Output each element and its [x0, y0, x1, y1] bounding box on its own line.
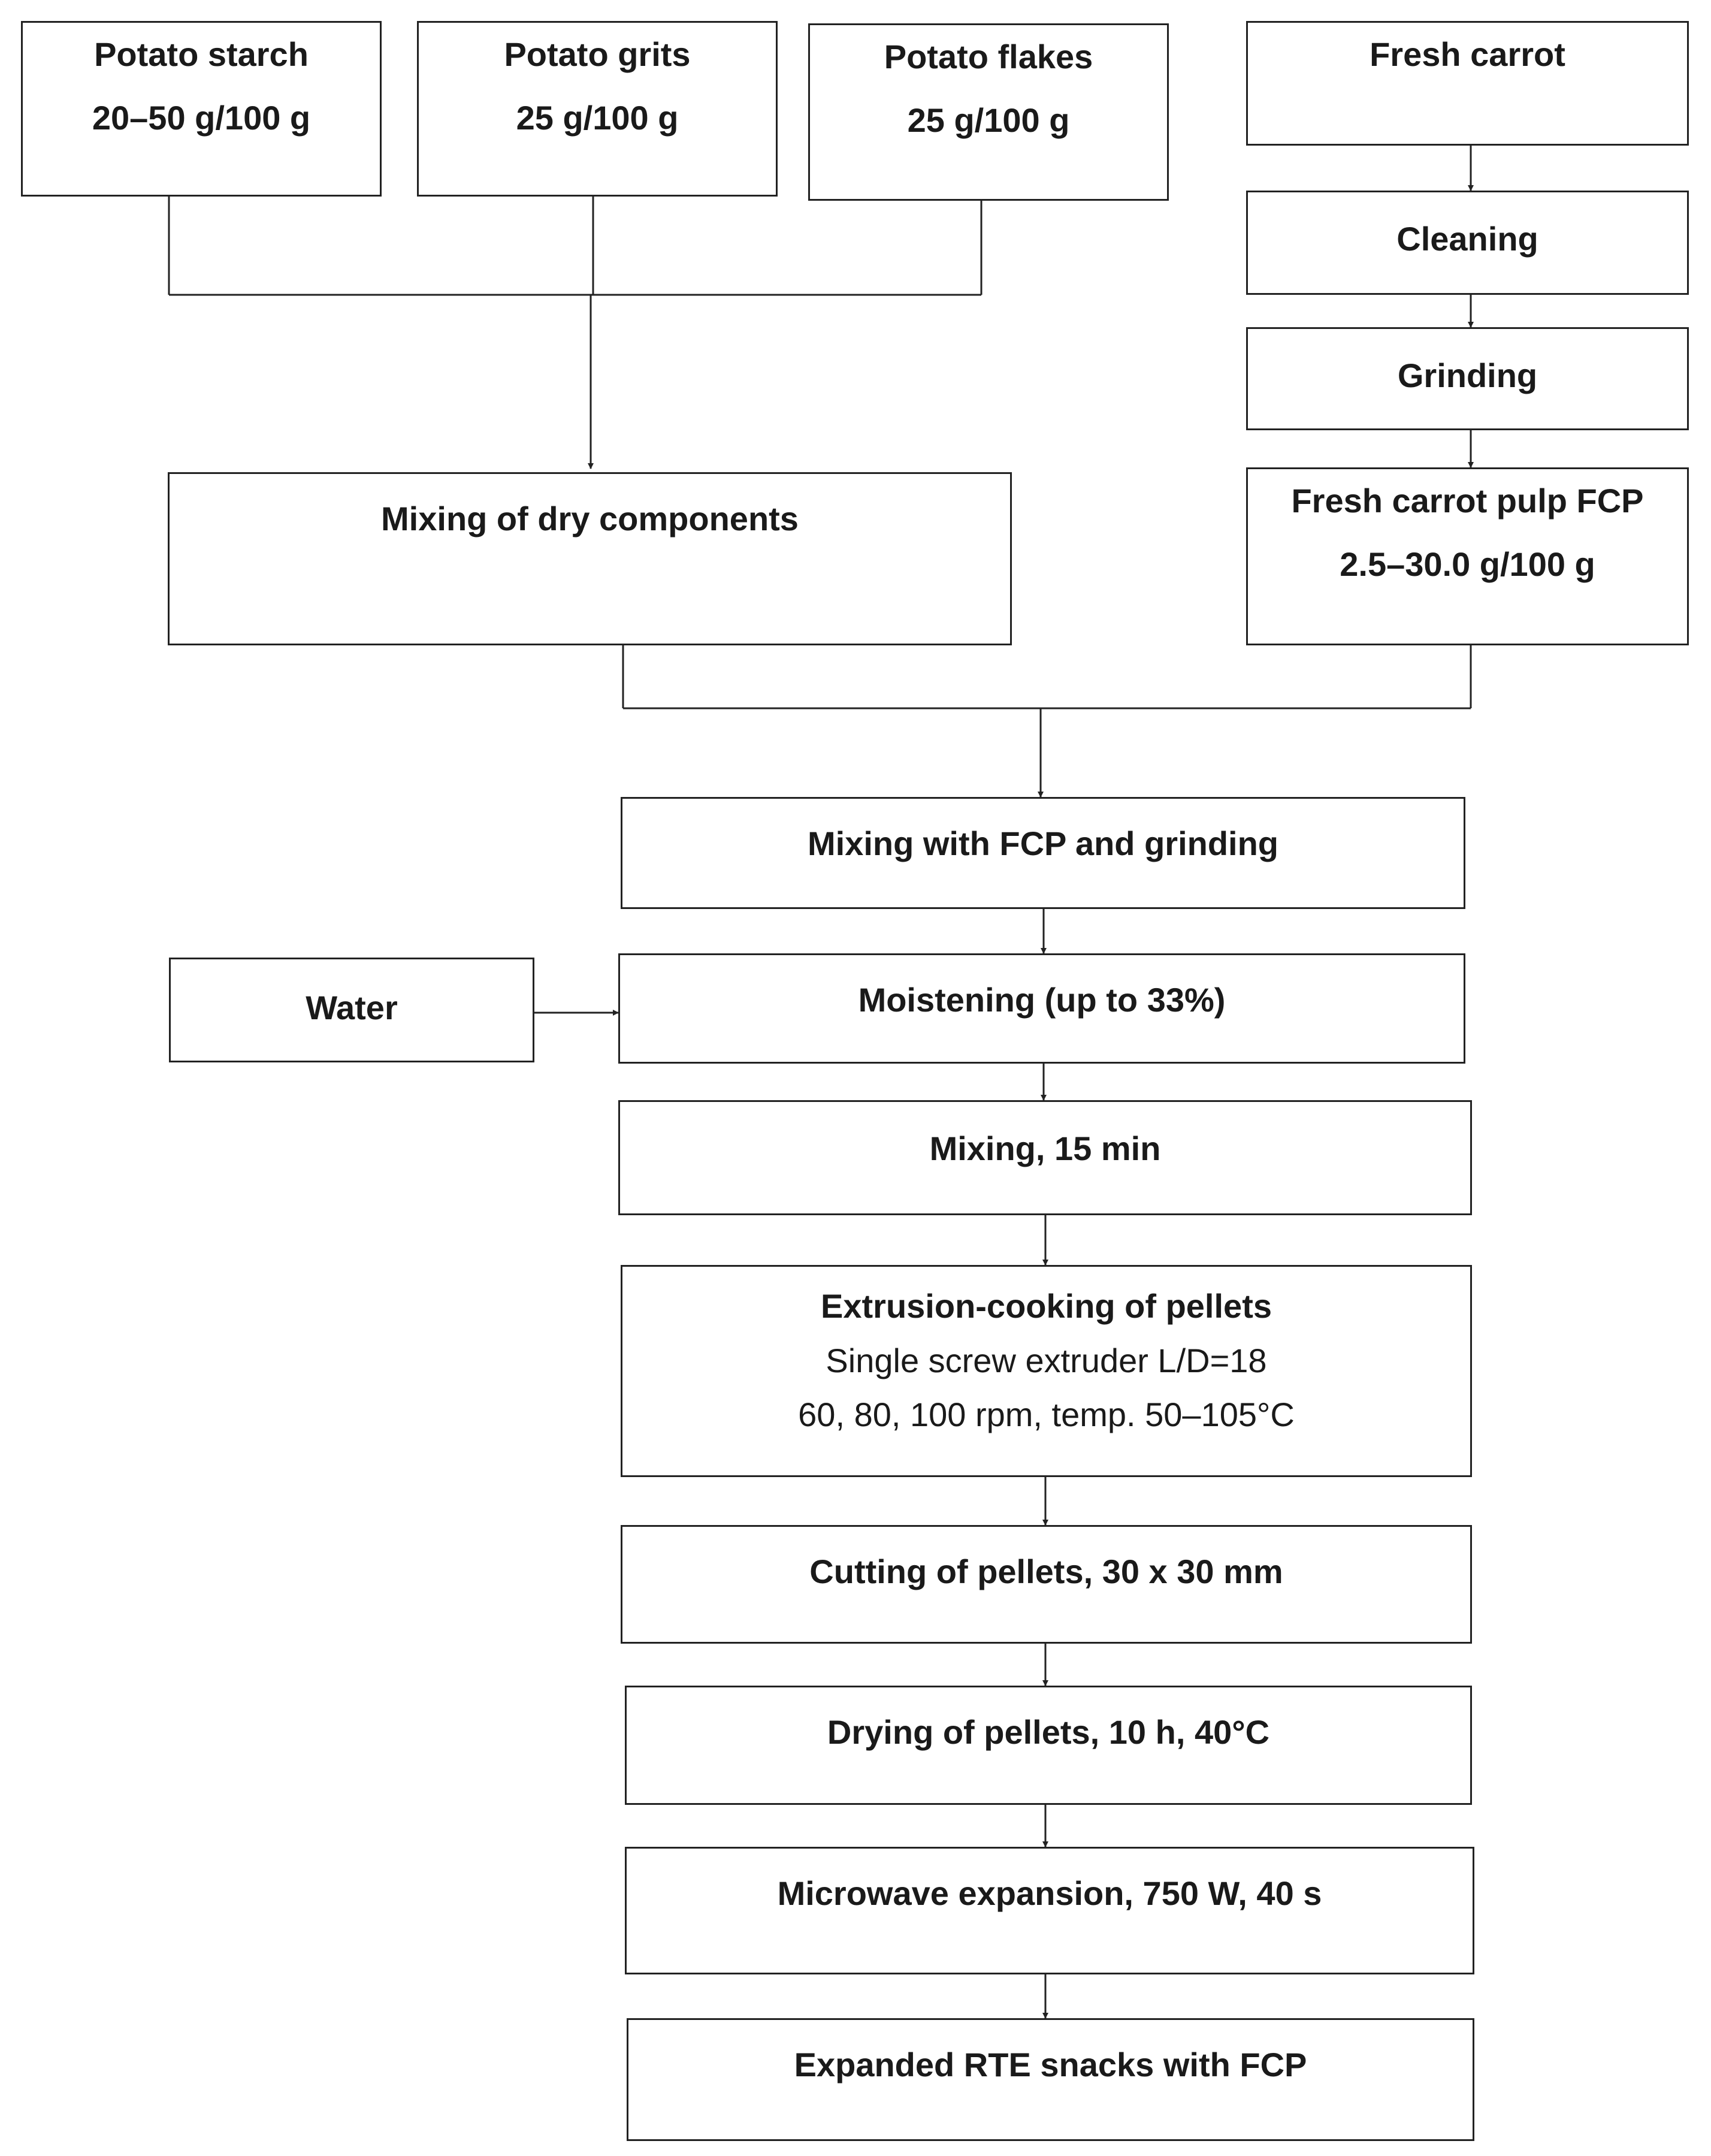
water-label: Water [306, 989, 398, 1026]
box-mixing-15-min: Mixing, 15 min [618, 1100, 1472, 1215]
extrusion-conditions: 60, 80, 100 rpm, temp. 50–105°C [798, 1396, 1295, 1433]
box-cleaning: Cleaning [1246, 191, 1689, 295]
extrusion-extruder: Single screw extruder L/D=18 [826, 1342, 1267, 1379]
cleaning-label: Cleaning [1396, 220, 1538, 258]
potato-starch-label: Potato starch [94, 35, 309, 73]
mixing-15-label: Mixing, 15 min [929, 1130, 1161, 1167]
moistening-label: Moistening (up to 33%) [858, 981, 1226, 1019]
potato-flakes-amount: 25 g/100 g [907, 101, 1070, 139]
mixing-dry-label: Mixing of dry components [381, 500, 799, 538]
expanded-label: Expanded RTE snacks with FCP [794, 2046, 1307, 2083]
potato-grits-amount: 25 g/100 g [516, 99, 679, 137]
potato-flakes-label: Potato flakes [884, 38, 1093, 76]
box-mixing-with-fcp: Mixing with FCP and grinding [621, 797, 1465, 909]
box-drying-pellets: Drying of pellets, 10 h, 40°C [625, 1686, 1472, 1805]
fresh-carrot-label: Fresh carrot [1370, 35, 1565, 73]
box-potato-grits: Potato grits 25 g/100 g [417, 21, 778, 197]
box-moistening: Moistening (up to 33%) [618, 953, 1465, 1064]
box-potato-flakes: Potato flakes 25 g/100 g [808, 23, 1169, 201]
fresh-carrot-pulp-label: Fresh carrot pulp FCP [1291, 482, 1644, 520]
box-potato-starch: Potato starch 20–50 g/100 g [21, 21, 382, 197]
mixing-fcp-label: Mixing with FCP and grinding [807, 825, 1279, 862]
potato-grits-label: Potato grits [504, 35, 691, 73]
grinding-label: Grinding [1397, 357, 1538, 394]
drying-label: Drying of pellets, 10 h, 40°C [827, 1713, 1270, 1751]
box-mixing-dry-components: Mixing of dry components [168, 472, 1012, 645]
box-extrusion-cooking: Extrusion-cooking of pellets Single scre… [621, 1265, 1472, 1477]
box-cutting-pellets: Cutting of pellets, 30 x 30 mm [621, 1525, 1472, 1644]
box-expanded-snacks: Expanded RTE snacks with FCP [627, 2018, 1474, 2141]
box-fresh-carrot: Fresh carrot [1246, 21, 1689, 146]
potato-starch-amount: 20–50 g/100 g [92, 99, 311, 137]
box-water: Water [169, 958, 534, 1062]
fresh-carrot-pulp-amount: 2.5–30.0 g/100 g [1340, 545, 1595, 583]
microwave-label: Microwave expansion, 750 W, 40 s [777, 1874, 1322, 1912]
cutting-label: Cutting of pellets, 30 x 30 mm [809, 1553, 1283, 1590]
extrusion-title: Extrusion-cooking of pellets [821, 1287, 1272, 1325]
box-fresh-carrot-pulp: Fresh carrot pulp FCP 2.5–30.0 g/100 g [1246, 467, 1689, 645]
box-grinding: Grinding [1246, 327, 1689, 430]
box-microwave-expansion: Microwave expansion, 750 W, 40 s [625, 1847, 1474, 1974]
